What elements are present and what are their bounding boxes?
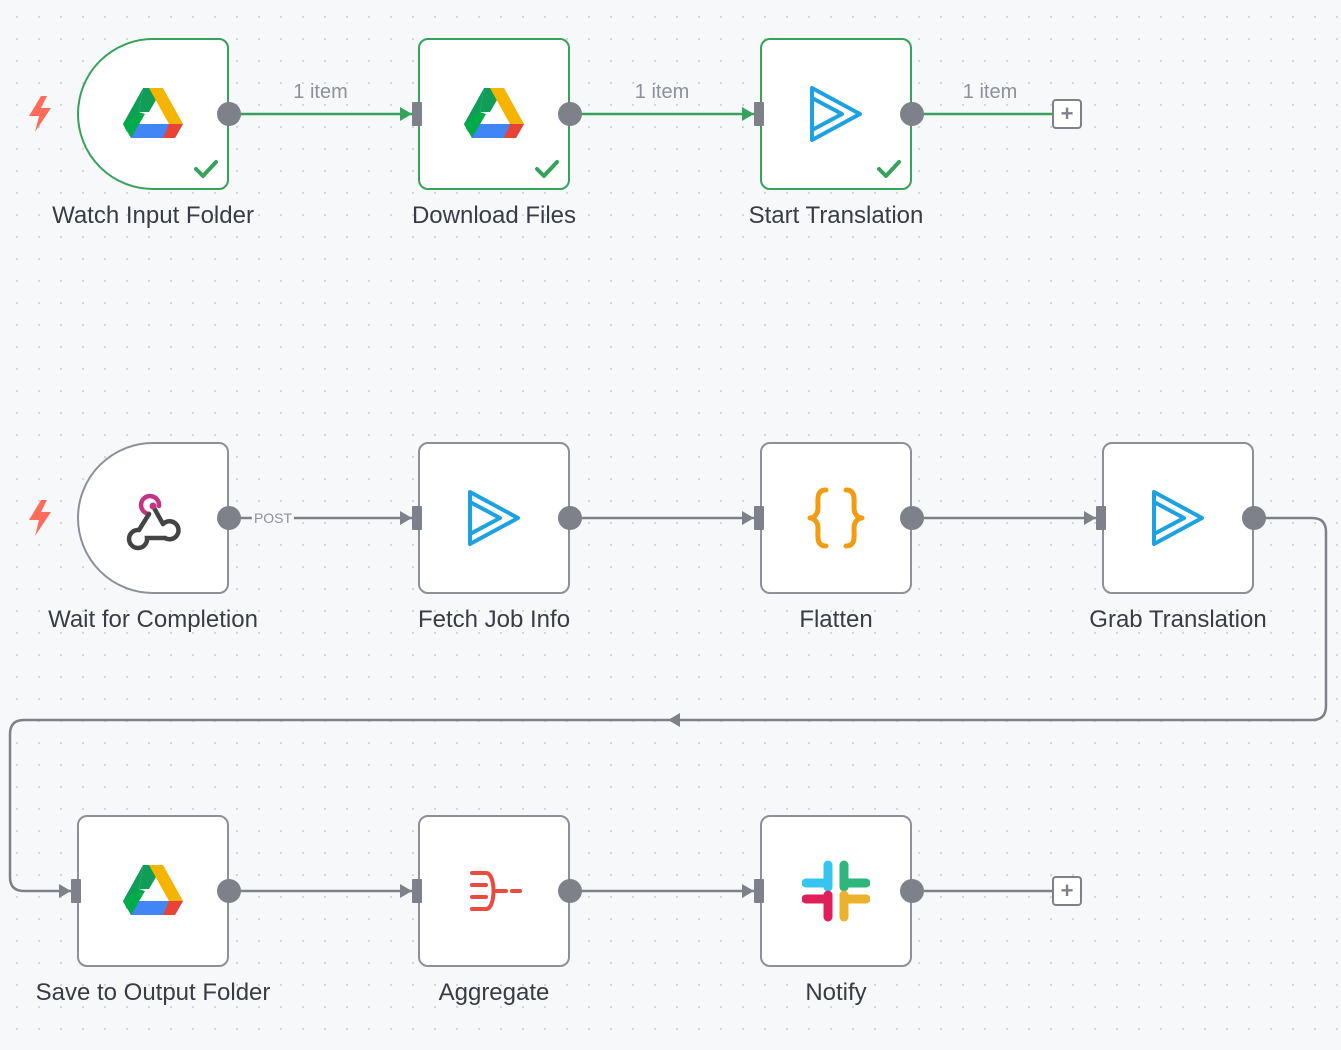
input-handle[interactable]: [412, 102, 422, 126]
node-label: Aggregate: [438, 979, 550, 1006]
node-save[interactable]: [77, 815, 229, 967]
edge-label: 1 item: [293, 81, 348, 103]
deepl-play-icon: [460, 484, 528, 552]
node-aggregate[interactable]: [418, 815, 570, 967]
edge-arrow-icon: [400, 884, 412, 898]
webhook-icon: [119, 484, 187, 552]
deepl-play-icon: [802, 80, 870, 148]
aggregate-icon: [460, 857, 528, 925]
edge-arrow-icon: [668, 713, 680, 727]
output-handle[interactable]: [558, 879, 582, 903]
edge-arrow-icon: [400, 511, 412, 525]
output-handle[interactable]: [558, 506, 582, 530]
input-handle[interactable]: [71, 879, 81, 903]
node-label: Fetch Job Info: [417, 606, 571, 633]
node-label: Flatten: [799, 606, 873, 633]
edge-label: 1 item: [634, 81, 690, 103]
output-handle[interactable]: [900, 506, 924, 530]
success-check-icon: [876, 158, 902, 180]
output-handle[interactable]: [217, 506, 241, 530]
input-handle[interactable]: [754, 102, 764, 126]
code-braces-icon: [802, 484, 870, 552]
edge-arrow-icon: [59, 884, 71, 898]
node-grab[interactable]: [1102, 442, 1254, 594]
edge-arrow-icon: [1084, 511, 1096, 525]
edge-arrow-icon: [400, 107, 412, 121]
add-node-button[interactable]: +: [1052, 876, 1082, 906]
deepl-play-icon: [1144, 484, 1212, 552]
input-handle[interactable]: [412, 879, 422, 903]
node-label: Wait for Completion: [48, 606, 258, 633]
add-node-button[interactable]: +: [1052, 99, 1082, 129]
output-handle[interactable]: [900, 102, 924, 126]
edge-arrow-icon: [742, 107, 754, 121]
node-label: Grab Translation: [1089, 606, 1267, 633]
node-start[interactable]: [760, 38, 912, 190]
node-label: Save to Output Folder: [35, 979, 271, 1006]
node-watch[interactable]: [77, 38, 229, 190]
success-check-icon: [534, 158, 560, 180]
google-drive-icon: [460, 80, 528, 148]
output-handle[interactable]: [217, 879, 241, 903]
output-handle[interactable]: [558, 102, 582, 126]
node-notify[interactable]: [760, 815, 912, 967]
google-drive-icon: [119, 80, 187, 148]
slack-icon: [802, 857, 870, 925]
input-handle[interactable]: [1096, 506, 1106, 530]
node-label: Notify: [805, 979, 867, 1006]
input-handle[interactable]: [412, 506, 422, 530]
trigger-bolt-icon: [27, 500, 53, 536]
input-handle[interactable]: [754, 506, 764, 530]
output-handle[interactable]: [217, 102, 241, 126]
node-label: Download Files: [411, 202, 577, 229]
edge-arrow-icon: [742, 884, 754, 898]
input-handle[interactable]: [754, 879, 764, 903]
google-drive-icon: [119, 857, 187, 925]
output-handle[interactable]: [900, 879, 924, 903]
output-handle[interactable]: [1242, 506, 1266, 530]
node-flatten[interactable]: [760, 442, 912, 594]
node-download[interactable]: [418, 38, 570, 190]
node-wait[interactable]: [77, 442, 229, 594]
node-fetch[interactable]: [418, 442, 570, 594]
success-check-icon: [193, 158, 219, 180]
edge-arrow-icon: [742, 511, 754, 525]
trigger-bolt-icon: [27, 96, 53, 132]
edge-label: POST: [251, 510, 295, 526]
node-label: Start Translation: [748, 202, 924, 229]
node-label: Watch Input Folder: [52, 202, 254, 229]
edge-label: 1 item: [962, 81, 1018, 103]
